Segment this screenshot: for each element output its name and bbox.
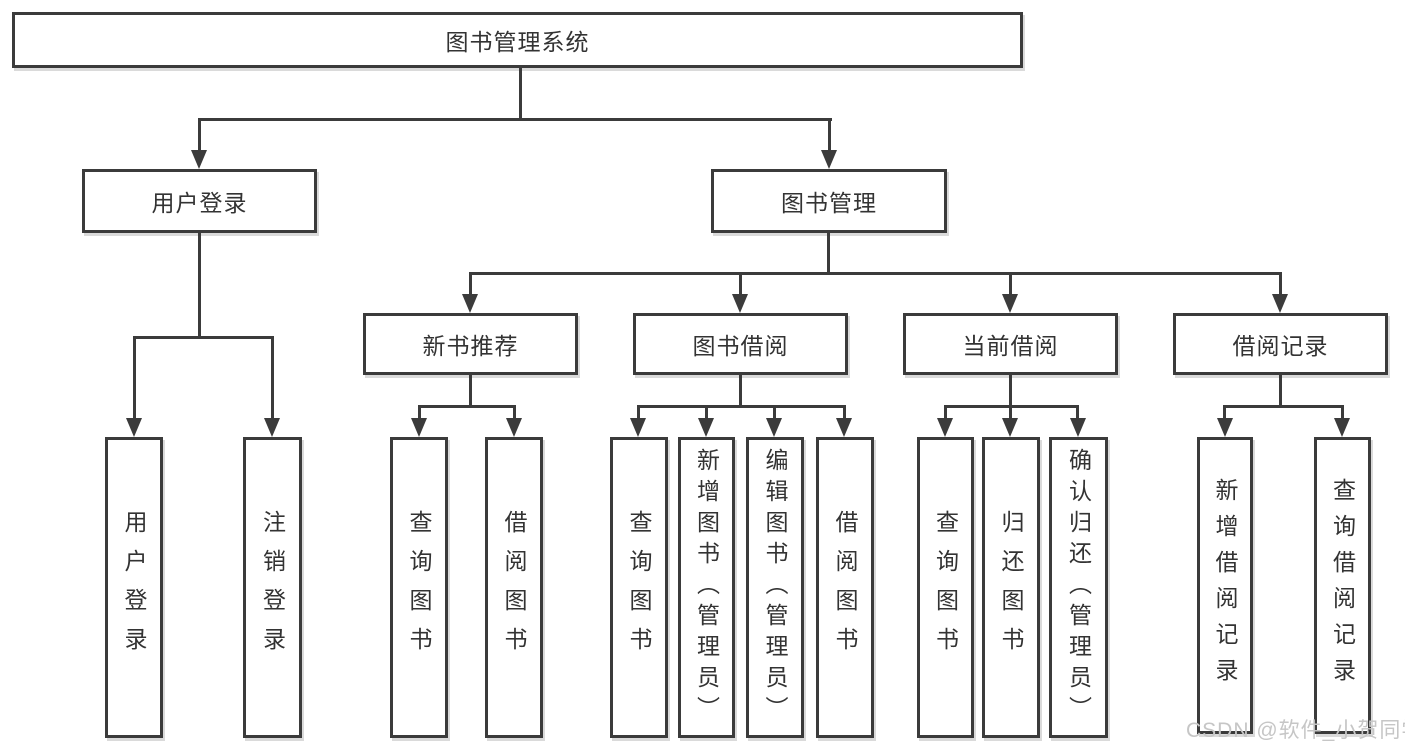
csdn-watermark: CSDN @软件_小贺同学 <box>1186 719 1405 742</box>
connector-root-horizontal <box>198 118 832 121</box>
connector-shaft-cu-confirm <box>1076 405 1079 420</box>
node-root-label: 图书管理系统 <box>445 29 590 55</box>
node-borrowing: 图书借阅 <box>633 313 848 375</box>
connector-shaft-records <box>1279 272 1282 296</box>
connector-shaft-nb-query <box>418 405 421 420</box>
node-book-mgmt-label: 图书管理 <box>781 190 877 216</box>
connector-newbooks-vertical <box>469 375 472 407</box>
arrowhead-rc-add <box>1217 418 1233 437</box>
connector-borrowing-vertical <box>739 375 742 407</box>
connector-shaft-book-mgmt <box>828 118 831 152</box>
leaf-bw-add-books-admin: 新增图书（管理员） <box>678 437 735 738</box>
connector-shaft-rc-query <box>1341 405 1344 420</box>
leaf-bw-borrow-books: 借阅图书 <box>816 437 874 738</box>
arrowhead-bw-add <box>698 418 714 437</box>
connector-records-horizontal <box>1223 405 1343 408</box>
connector-shaft-user-login <box>198 118 201 152</box>
leaf-bw-borrow-books-label: 借阅图书 <box>832 509 858 666</box>
connector-shaft-bw-add <box>705 405 708 420</box>
connector-borrowing-horizontal <box>637 405 846 408</box>
arrowhead-borrowing <box>732 294 748 313</box>
leaf-nb-borrow-books-label: 借阅图书 <box>501 509 527 666</box>
node-records-label: 借阅记录 <box>1232 333 1329 359</box>
connector-shaft-leaf-logout <box>271 336 274 420</box>
arrowhead-bw-edit <box>766 418 782 437</box>
connector-userlogin-horizontal <box>133 336 274 339</box>
connector-newbooks-horizontal <box>418 405 516 408</box>
arrowhead-cu-confirm <box>1070 418 1086 437</box>
leaf-rc-query-record: 查询借阅记录 <box>1314 437 1371 734</box>
node-book-mgmt: 图书管理 <box>711 169 947 233</box>
arrowhead-new-books <box>462 294 478 313</box>
leaf-cu-confirm-return-admin: 确认归还（管理员） <box>1049 437 1108 738</box>
arrowhead-nb-borrow <box>506 418 522 437</box>
arrowhead-cu-return <box>1002 418 1018 437</box>
connector-shaft-bw-borrow <box>843 405 846 420</box>
leaf-bw-add-books-admin-label: 新增图书（管理员） <box>693 448 720 727</box>
leaf-cu-query-books-label: 查询图书 <box>932 509 959 666</box>
leaf-nb-borrow-books: 借阅图书 <box>485 437 543 738</box>
node-root: 图书管理系统 <box>12 12 1023 68</box>
connector-shaft-new-books <box>469 272 472 296</box>
connector-shaft-bw-query <box>637 405 640 420</box>
leaf-cu-return-books: 归还图书 <box>982 437 1040 738</box>
node-borrowing-label: 图书借阅 <box>692 333 789 359</box>
leaf-bw-query-books-label: 查询图书 <box>626 509 652 666</box>
node-current-label: 当前借阅 <box>962 333 1059 359</box>
arrowhead-leaf-logout <box>264 418 280 437</box>
leaf-logout-label: 注销登录 <box>259 509 286 666</box>
node-records: 借阅记录 <box>1173 313 1388 375</box>
connector-shaft-cu-query <box>944 405 947 420</box>
connector-shaft-nb-borrow <box>513 405 516 420</box>
arrowhead-rc-query <box>1334 418 1350 437</box>
node-new-books: 新书推荐 <box>363 313 578 375</box>
leaf-user-login-label: 用户登录 <box>121 509 147 666</box>
leaf-rc-query-record-label: 查询借阅记录 <box>1329 477 1356 694</box>
node-new-books-label: 新书推荐 <box>422 333 519 359</box>
connector-shaft-leaf-login <box>133 336 136 420</box>
connector-shaft-bw-edit <box>773 405 776 420</box>
leaf-cu-confirm-return-admin-label: 确认归还（管理员） <box>1065 448 1092 727</box>
arrowhead-bw-query <box>630 418 646 437</box>
arrowhead-leaf-login <box>126 418 142 437</box>
arrowhead-current <box>1002 294 1018 313</box>
leaf-bw-query-books: 查询图书 <box>610 437 668 738</box>
arrowhead-book-mgmt <box>821 150 837 169</box>
leaf-logout: 注销登录 <box>243 437 302 738</box>
connector-root-vertical <box>519 68 522 120</box>
arrowhead-nb-query <box>411 418 427 437</box>
leaf-nb-query-books: 查询图书 <box>390 437 448 738</box>
node-current: 当前借阅 <box>903 313 1118 375</box>
connector-userlogin-vertical <box>198 233 201 336</box>
connector-shaft-cu-return <box>1009 405 1012 420</box>
connector-shaft-current <box>1009 272 1012 296</box>
leaf-nb-query-books-label: 查询图书 <box>406 509 432 666</box>
leaf-cu-query-books: 查询图书 <box>917 437 974 738</box>
connector-bookmgmt-vertical <box>827 233 830 274</box>
leaf-cu-return-books-label: 归还图书 <box>998 509 1024 666</box>
arrowhead-cu-query <box>937 418 953 437</box>
connector-shaft-borrowing <box>739 272 742 296</box>
connector-shaft-rc-add <box>1223 405 1226 420</box>
connector-current-vertical <box>1009 375 1012 407</box>
leaf-rc-add-record: 新增借阅记录 <box>1197 437 1253 734</box>
node-user-login: 用户登录 <box>82 169 317 233</box>
node-user-login-label: 用户登录 <box>151 190 248 216</box>
connector-bookmgmt-horizontal <box>469 272 1282 275</box>
connector-records-vertical <box>1279 375 1282 407</box>
arrowhead-bw-borrow <box>836 418 852 437</box>
arrowhead-user-login <box>191 150 207 169</box>
leaf-user-login: 用户登录 <box>105 437 163 738</box>
leaf-rc-add-record-label: 新增借阅记录 <box>1212 477 1238 694</box>
leaf-bw-edit-books-admin: 编辑图书（管理员） <box>746 437 804 738</box>
leaf-bw-edit-books-admin-label: 编辑图书（管理员） <box>762 448 788 727</box>
arrowhead-records <box>1272 294 1288 313</box>
